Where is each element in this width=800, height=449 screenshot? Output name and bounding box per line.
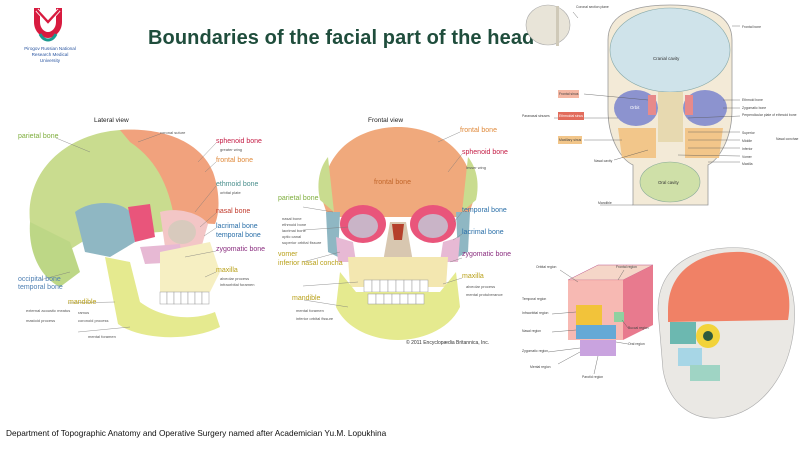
lateral-label-temporal-lower: temporal bone [18, 284, 63, 291]
face-regions-figure: Orbital region Frontal region Infraorbit… [518, 240, 800, 425]
lateral-label-lacrimal: lacrimal bone [216, 223, 258, 230]
lateral-label-frontal: frontal bone [216, 157, 253, 164]
lateral-view-heading: Lateral view [94, 117, 129, 124]
frontal-label-parietal: parietal bone [278, 195, 319, 202]
slide-title: Boundaries of the facial part of the hea… [148, 27, 535, 49]
frontal-label-temporal: temporal bone [462, 207, 507, 214]
frontal-label-nasal: nasal bone [282, 216, 302, 221]
coronal-label-plane: Coronal section plane [576, 5, 609, 9]
lateral-label-occipital: occipital bone [18, 276, 61, 283]
lateral-label-ext-acoustic: external acoustic meatus [26, 308, 71, 313]
coronal-label-cranial-cavity: Cranial cavity [653, 56, 680, 61]
coronal-label-zygomatic-bone: Zygomatic bone [742, 106, 767, 110]
region-label-f: Buccal region [628, 326, 649, 330]
face-regions-illustration [547, 247, 795, 419]
coronal-label-middle: Middle [742, 139, 752, 143]
frontal-label-frontal-top: frontal bone [460, 127, 497, 134]
coronal-label-frontal-bone: Frontal bone [742, 25, 762, 29]
frontal-label-mental-protuberance: mental protuberance [466, 292, 503, 297]
logo-line-1: Pirogov Russian National [24, 46, 76, 51]
frontal-skull-illustration [302, 127, 478, 340]
lateral-label-maxilla-sub2: infraorbital foramen [220, 282, 255, 287]
frontal-label-center-frontal: frontal bone [374, 179, 411, 186]
coronal-label-orbit: Orbit [630, 105, 640, 110]
coronal-label-perpendicular: Perpendicular plate of ethmoid bone [742, 113, 797, 117]
frontal-label-lacrimal-r: lacrimal bone [462, 229, 504, 236]
lateral-label-maxilla-sub1: alveolar process [220, 276, 250, 281]
coronal-label-frontal-sinus: Frontal sinus [558, 90, 580, 99]
frontal-label-maxilla: maxilla [462, 273, 484, 280]
lateral-label-maxilla: maxilla [216, 267, 238, 274]
coronal-section-illustration [525, 4, 741, 206]
lateral-label-nasal: nasal bone [216, 208, 251, 215]
lateral-label-ethmoid-sub: orbital plate [220, 190, 241, 195]
frontal-label-alveolar: alveolar process [466, 284, 496, 289]
lateral-label-mental: mental foramen [88, 334, 116, 339]
region-label-a: Orbital region [536, 265, 557, 269]
frontal-copyright: © 2011 Encyclopædia Britannica, Inc. [406, 340, 490, 346]
lateral-label-sphenoid-sub: greater wing [220, 147, 243, 152]
coronal-label-vomer: Vomer [742, 155, 752, 159]
region-label-i: Parotid region [582, 375, 604, 379]
lateral-label-zygomatic: zygomatic bone [216, 246, 266, 253]
lateral-skull-illustration [29, 129, 220, 338]
coronal-label-ethmoid-bone: Ethmoid bone [742, 98, 763, 102]
frontal-label-mental: mental foramen [296, 308, 324, 313]
coronal-label-maxillary-sinus: Maxillary sinus [558, 136, 583, 145]
coronal-label-nasal-conchae: Nasal conchae [776, 137, 799, 141]
university-logo: Pirogov Russian National Research Medica… [4, 4, 94, 76]
logo-line-3: University [39, 58, 61, 63]
coronal-label-nasal-cavity: Nasal cavity [594, 159, 613, 163]
region-label-j: Temporal region [522, 297, 547, 301]
frontal-label-vomer: vomer [278, 251, 298, 258]
region-label-d: Nasal region [522, 329, 542, 333]
logo-emblem-icon [34, 8, 62, 42]
coronal-label-paranasal: Paranasal sinuses [522, 114, 550, 118]
frontal-label-ethmoid: ethmoid bone [282, 222, 307, 227]
lateral-label-sphenoid: sphenoid bone [216, 138, 262, 145]
coronal-label-oral-cavity: Oral cavity [658, 180, 679, 185]
region-label-g: Oral region [628, 342, 645, 346]
frontal-label-sup-orbital: superior orbital fissure [282, 240, 322, 245]
coronal-label-inferior: Inferior [742, 147, 753, 151]
lateral-label-coronoid: coronoid process [78, 318, 109, 323]
frontal-label-inf-concha: inferior nasal concha [278, 260, 343, 267]
frontal-label-sphenoid-sub: lesser wing [466, 165, 487, 170]
region-label-b: Frontal region [616, 265, 637, 269]
coronal-section-figure: Coronal section plane Frontal bone Crani… [518, 0, 800, 215]
frontal-label-mandible: mandible [292, 295, 321, 302]
logo-line-2: Research Medical [31, 52, 69, 57]
slide-footer: Department of Topographic Anatomy and Op… [6, 428, 387, 438]
frontal-view-heading: Frontal view [368, 117, 404, 124]
lateral-label-mandible: mandible [68, 299, 97, 306]
region-label-c: Infraorbital region [522, 311, 549, 315]
lateral-label-temporal: temporal bone [216, 232, 261, 239]
coronal-label-superior: Superior [742, 131, 755, 135]
coronal-label-ethmoidal-sinus: Ethmoidal sinus [558, 112, 584, 121]
frontal-label-optic: optic canal [282, 234, 302, 239]
coronal-label-mandible: Mandible [598, 201, 612, 205]
logo-text: Pirogov Russian National Research Medica… [4, 46, 96, 64]
lateral-label-coronal: coronal suture [160, 130, 186, 135]
frontal-label-zygomatic: zygomatic bone [462, 251, 512, 258]
frontal-view-figure: Frontal view [278, 112, 518, 352]
lateral-view-figure: Lateral view [10, 112, 280, 352]
region-label-e: Zygomatic region [522, 349, 549, 353]
lateral-label-parietal: parietal bone [18, 133, 59, 140]
lateral-label-ethmoid: ethmoid bone [216, 181, 259, 188]
lateral-label-ramus: ramus [78, 310, 90, 315]
frontal-label-inf-orbital: inferior orbital fissure [296, 316, 334, 321]
lateral-label-mastoid: mastoid process [26, 318, 56, 323]
frontal-label-lacrimal: lacrimal bone [282, 228, 306, 233]
region-label-h: Mental region [530, 365, 551, 369]
frontal-label-sphenoid: sphenoid bone [462, 149, 508, 156]
coronal-label-maxilla: Maxilla [742, 162, 753, 166]
